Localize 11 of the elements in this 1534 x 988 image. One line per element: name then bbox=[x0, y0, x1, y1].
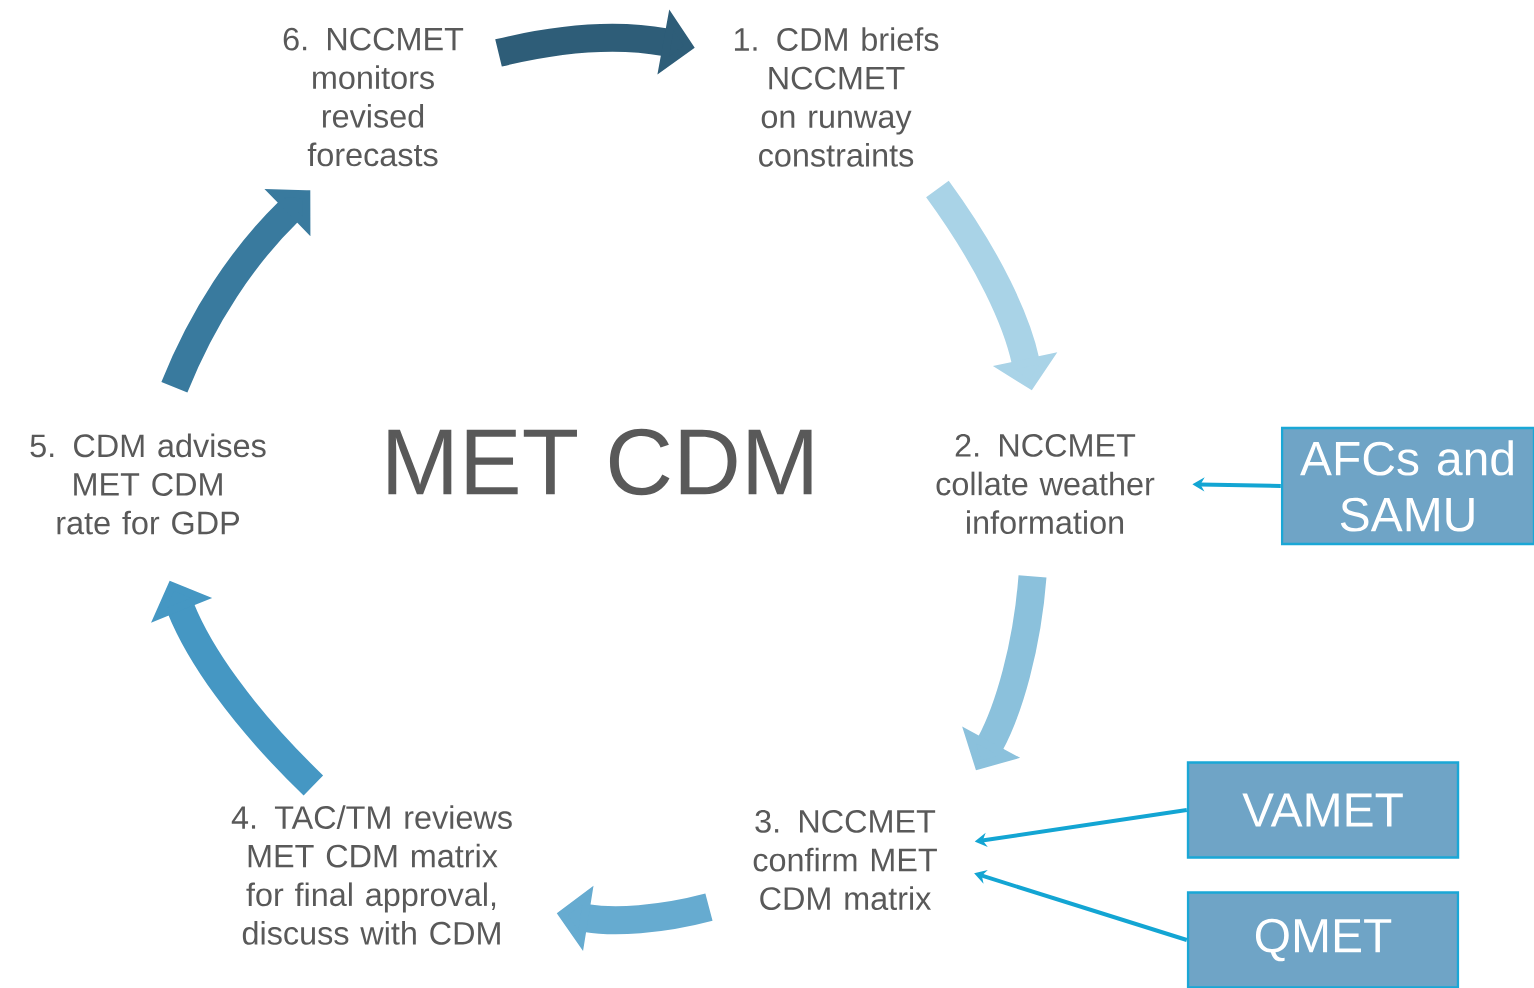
step-text: 5. CDM advises MET CDM rate for GDP bbox=[30, 433, 266, 535]
source-box: VAMET bbox=[1186, 761, 1460, 859]
arrow bbox=[161, 189, 311, 393]
step-text: 2. NCCMET collate weather information bbox=[936, 433, 1155, 535]
step-text: 3. NCCMET confirm MET CDM matrix bbox=[753, 809, 937, 911]
center-title: MET CDM bbox=[388, 428, 812, 496]
step-text: 6. NCCMET monitors revised forecasts bbox=[283, 27, 464, 167]
source-box: AFCs and SAMU bbox=[1280, 426, 1534, 546]
source-box: QMET bbox=[1186, 891, 1460, 988]
step-text: 4. TAC/TM reviews MET CDM matrix for final approval, discuss with CDM bbox=[231, 805, 512, 945]
step-text: 1. CDM briefs NCCMET on runway constraints bbox=[734, 27, 939, 167]
